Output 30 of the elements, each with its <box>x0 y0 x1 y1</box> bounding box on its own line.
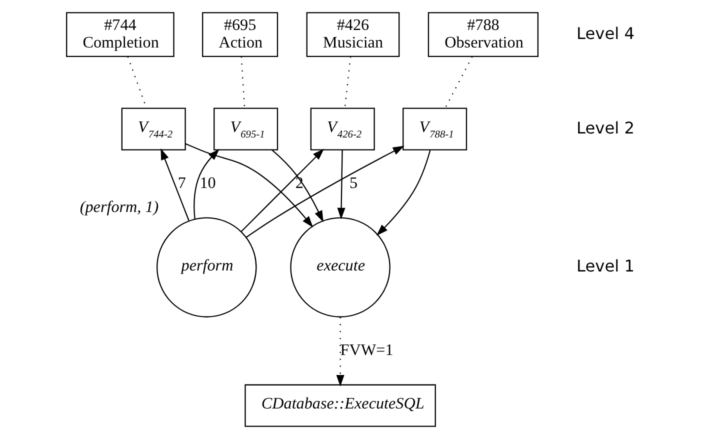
node-box: #788 Observation <box>428 12 539 58</box>
connector <box>240 56 246 108</box>
arrow <box>246 146 404 238</box>
arrow <box>376 150 431 236</box>
edge-label: 10 <box>200 175 216 192</box>
arrow <box>337 150 346 220</box>
node-box: #426 Musician <box>306 12 400 58</box>
node-box: CDatabase::ExecuteSQL <box>244 384 436 427</box>
arrow <box>336 317 344 386</box>
arrow <box>185 143 314 228</box>
arrow <box>160 148 190 221</box>
connector <box>344 56 352 108</box>
arrow <box>272 149 324 222</box>
edge-label: 5 <box>350 175 358 192</box>
node-circle: perform <box>156 217 257 318</box>
node-box: V$_{788-1}$ <box>402 108 468 150</box>
edge-label: 7 <box>178 175 186 192</box>
node-box: V$_{744-2}$ <box>121 108 186 150</box>
label: Level 1 <box>576 256 635 276</box>
node-label: (perform, 1) <box>80 199 159 216</box>
node-box: #695 Action <box>202 12 278 58</box>
node-circle: execute <box>290 217 390 318</box>
node-box: V$_{695-1}$ <box>214 108 278 150</box>
arrow <box>240 148 324 232</box>
edge-label: FVW=1 <box>340 342 394 360</box>
label: Level 2 <box>576 118 635 138</box>
label: Level 4 <box>576 24 635 43</box>
connector <box>444 56 473 108</box>
node-box: #744 Completion <box>66 12 174 58</box>
node-box: V$_{426-2}$ <box>310 108 375 150</box>
